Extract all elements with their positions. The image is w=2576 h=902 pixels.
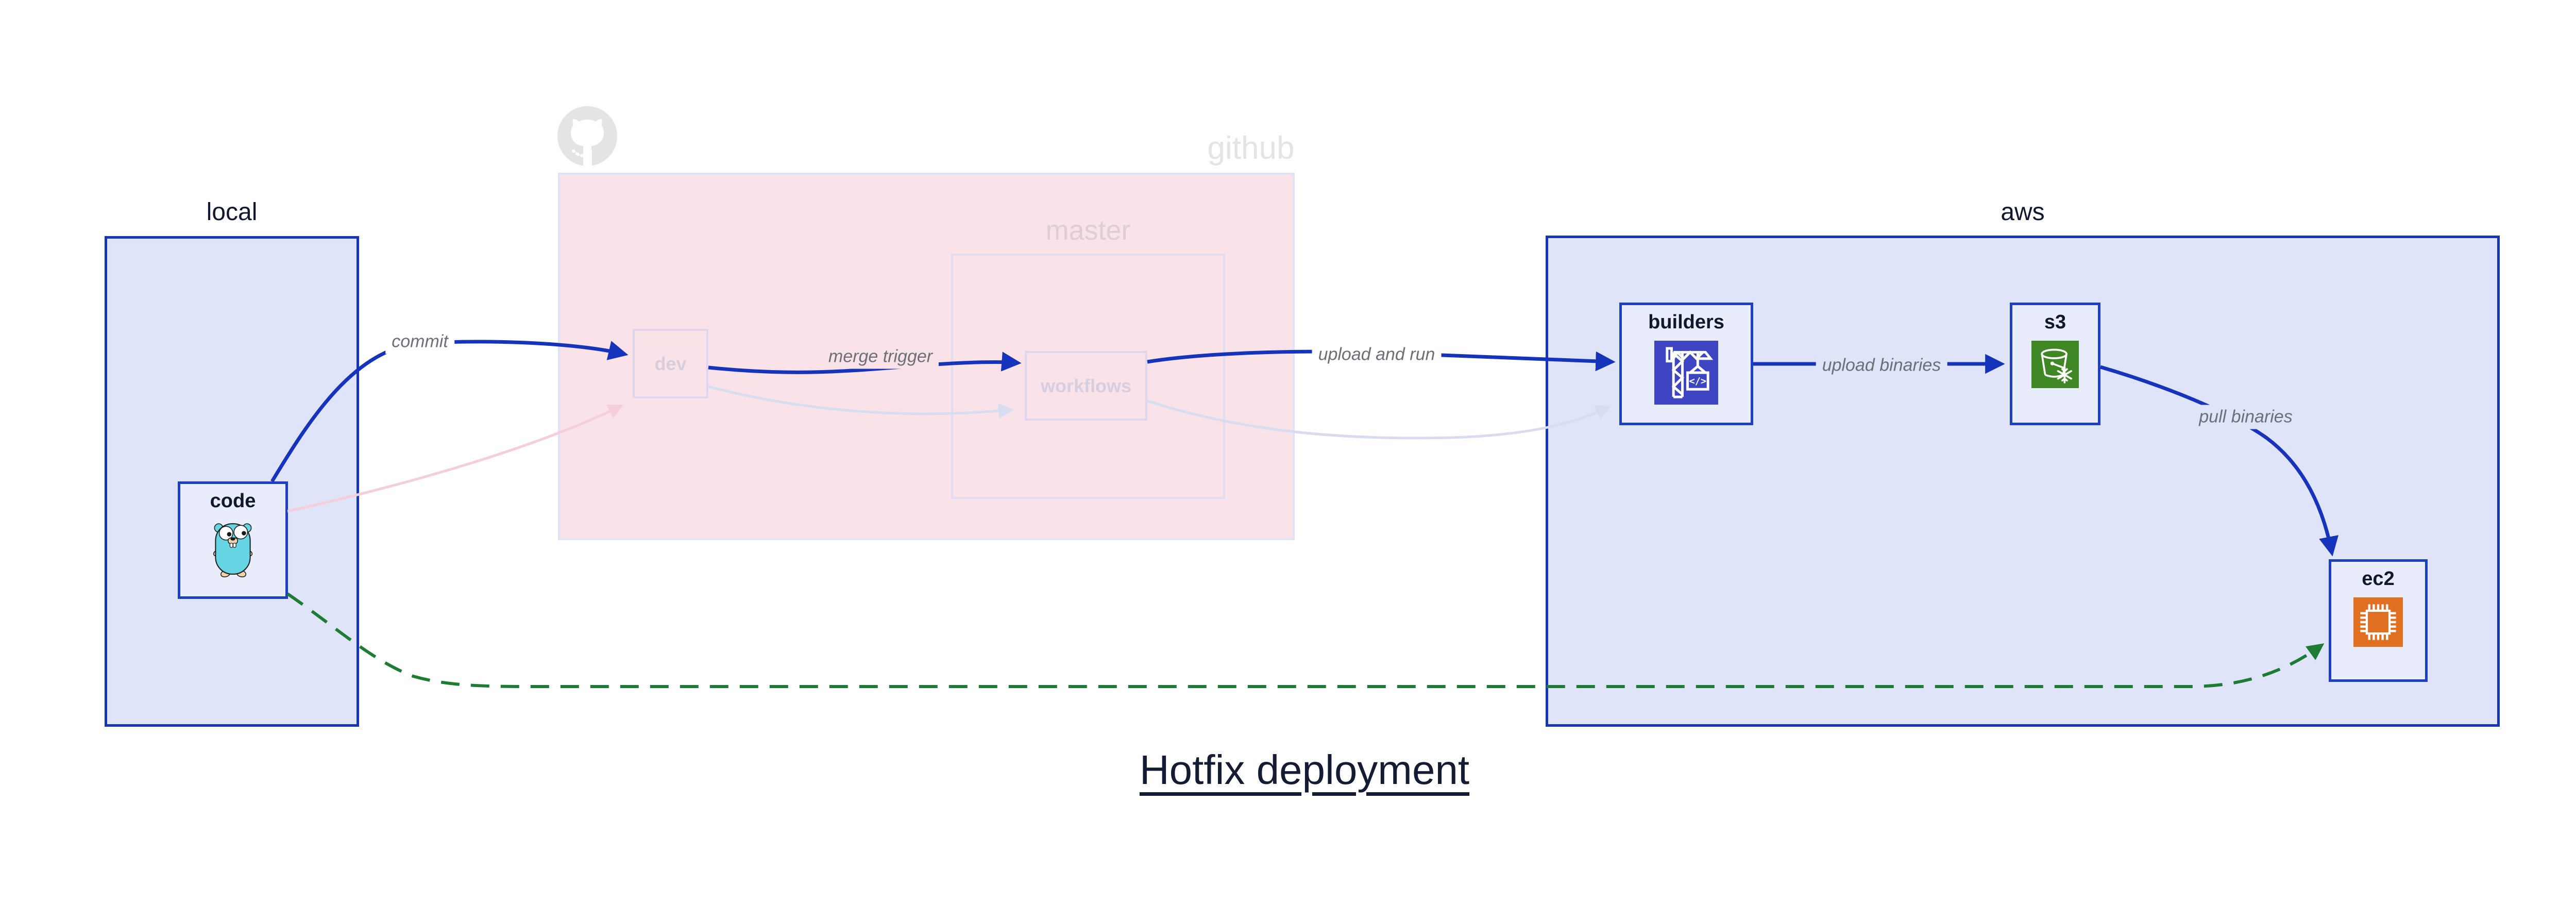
group-master-box bbox=[951, 254, 1225, 499]
group-local-label: local bbox=[206, 198, 258, 226]
node-builders: builders </> bbox=[1619, 303, 1753, 425]
node-workflows-label: workflows bbox=[1040, 375, 1132, 396]
group-aws-label: aws bbox=[2001, 198, 2045, 226]
node-dev: dev bbox=[633, 329, 708, 398]
node-s3-label: s3 bbox=[2044, 311, 2066, 333]
node-ec2: ec2 bbox=[2329, 559, 2428, 682]
edge-upload-binaries-label: upload binaries bbox=[1816, 353, 1947, 378]
node-ec2-label: ec2 bbox=[2362, 568, 2395, 590]
diagram-title: Hotfix deployment bbox=[1139, 747, 1470, 793]
go-gopher-icon bbox=[213, 523, 253, 577]
group-master-label: master bbox=[1045, 215, 1131, 246]
node-code: code bbox=[178, 481, 288, 599]
edge-commit-label: commit bbox=[385, 329, 454, 354]
node-code-label: code bbox=[210, 490, 256, 512]
s3-glacier-bucket-icon bbox=[2031, 341, 2079, 388]
ec2-chip-icon bbox=[2353, 597, 2403, 647]
node-builders-label: builders bbox=[1648, 311, 1724, 333]
node-workflows: workflows bbox=[1025, 351, 1147, 421]
group-github-label: github bbox=[1207, 130, 1295, 166]
edge-upload-and-run-label: upload and run bbox=[1312, 342, 1442, 367]
node-s3: s3 bbox=[2010, 303, 2100, 425]
edge-merge-trigger-label: merge trigger bbox=[822, 344, 939, 369]
github-octocat-icon bbox=[557, 106, 617, 166]
node-dev-label: dev bbox=[654, 353, 687, 374]
edge-pull-binaries-label: pull binaries bbox=[2193, 405, 2299, 429]
codebuild-crane-icon: </> bbox=[1654, 341, 1718, 405]
svg-text:</>: </> bbox=[1689, 376, 1707, 387]
